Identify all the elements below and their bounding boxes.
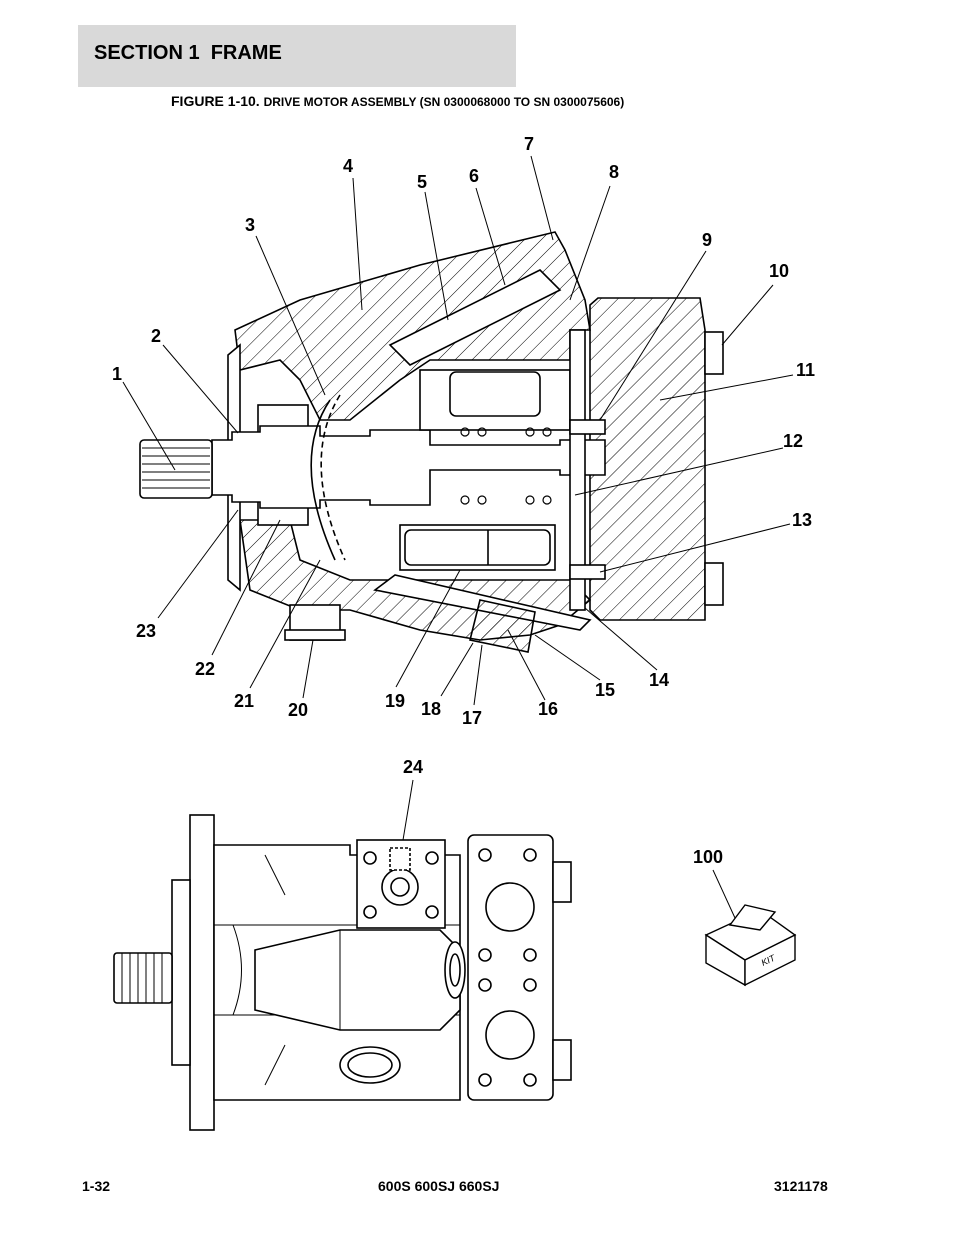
leader-lines xyxy=(122,155,794,919)
callout-numbers: 1 2 3 4 5 6 7 8 9 10 11 12 13 14 15 16 1… xyxy=(112,134,815,867)
callout-6: 6 xyxy=(469,166,479,186)
section-title: SECTION 1 FRAME xyxy=(94,42,282,64)
callout-18: 18 xyxy=(421,699,441,719)
callout-11: 11 xyxy=(796,360,815,380)
callout-9: 9 xyxy=(702,230,712,250)
callout-23: 23 xyxy=(136,621,156,641)
callout-7: 7 xyxy=(524,134,534,154)
callout-24: 24 xyxy=(403,757,423,777)
callout-100: 100 xyxy=(693,847,723,867)
callout-2: 2 xyxy=(151,326,161,346)
footer-doc-number: 3121178 xyxy=(774,1178,828,1194)
callout-12: 12 xyxy=(783,431,803,451)
callout-14: 14 xyxy=(649,670,669,690)
callout-19: 19 xyxy=(385,691,405,711)
external-view xyxy=(113,814,572,1131)
footer-models: 600S 600SJ 660SJ xyxy=(378,1178,500,1194)
footer-page-number: 1-32 xyxy=(82,1178,111,1194)
callout-10: 10 xyxy=(769,261,789,281)
callout-4: 4 xyxy=(343,156,353,176)
cross-section-view xyxy=(139,231,724,653)
callout-15: 15 xyxy=(595,680,615,700)
figure-label: FIGURE 1-10. xyxy=(171,93,260,109)
figure-caption: DRIVE MOTOR ASSEMBLY (SN 0300068000 TO S… xyxy=(263,95,625,109)
section-header-band xyxy=(78,25,516,87)
callout-3: 3 xyxy=(245,215,255,235)
figure-title: FIGURE 1-10. DRIVE MOTOR ASSEMBLY (SN 03… xyxy=(171,93,624,109)
kit-box xyxy=(704,904,797,987)
callout-17: 17 xyxy=(462,708,482,728)
callout-13: 13 xyxy=(792,510,812,530)
callout-16: 16 xyxy=(538,699,558,719)
callout-5: 5 xyxy=(417,172,427,192)
callout-21: 21 xyxy=(234,691,254,711)
callout-8: 8 xyxy=(609,162,619,182)
callout-22: 22 xyxy=(195,659,215,679)
callout-20: 20 xyxy=(288,700,308,720)
callout-1: 1 xyxy=(112,364,122,384)
